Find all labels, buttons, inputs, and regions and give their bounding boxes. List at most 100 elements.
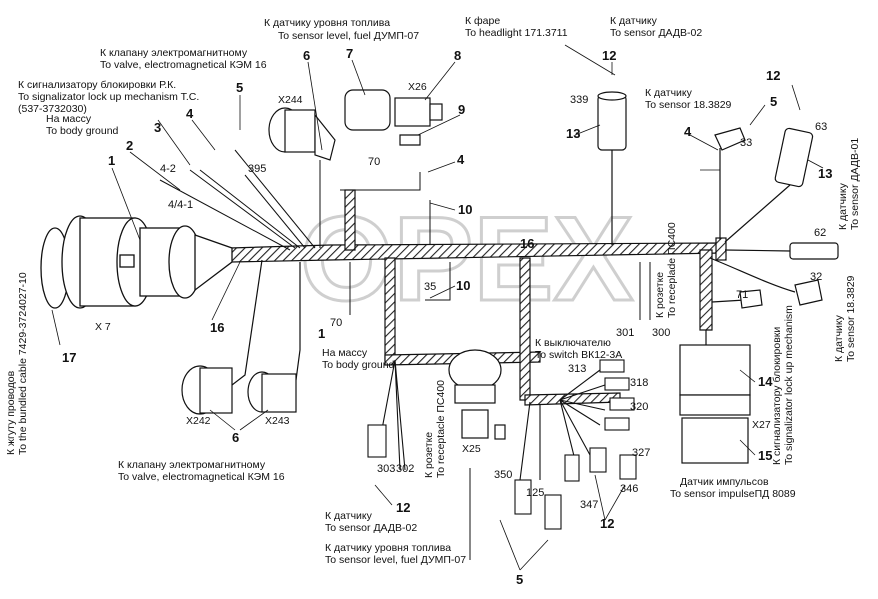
wire-4-4-1: 4/4-1 — [168, 199, 193, 211]
sensor-18-3829-right — [709, 257, 823, 309]
label-sensor-18-right-ru: К датчику — [833, 314, 845, 362]
label-sensor-dadv01-en: To sensor ДАДВ-01 — [849, 138, 861, 230]
x26-fuel-sensor — [344, 89, 443, 146]
callout-12-right: 12 — [766, 68, 780, 83]
label-sensor-18-right-en: To sensor 18.3829 — [845, 275, 857, 362]
wire-300: 300 — [652, 327, 670, 339]
wire-302: 302 — [396, 463, 414, 475]
wire-125: 125 — [526, 487, 544, 499]
wire-303: 303 — [377, 463, 395, 475]
callout-5-left: 5 — [236, 80, 243, 95]
wire-339: 339 — [570, 94, 588, 106]
callout-3: 3 — [154, 120, 161, 135]
label-sensor-dadv01-ru: К датчику — [837, 182, 849, 230]
label-signal-right-en: To signalizator lock up mechanism — [783, 305, 795, 465]
callout-numbers: 1 1 2 3 4 4 4 5 5 5 6 6 7 8 9 10 10 12 1… — [62, 46, 832, 587]
wire-327: 327 — [632, 447, 650, 459]
wire-350: 350 — [494, 469, 512, 481]
wire-347: 347 — [580, 499, 598, 511]
leader-lines — [51, 44, 824, 571]
wire-71: 71 — [736, 289, 748, 301]
label-receptacle-right-en: To receplade ПС400 — [666, 222, 678, 318]
label-receptacle-mid-ru: К розетке — [423, 432, 435, 478]
label-ground-mid-ru: На массу — [322, 347, 368, 359]
callout-2: 2 — [126, 138, 133, 153]
wire-313: 313 — [568, 363, 586, 375]
callout-4-right: 4 — [684, 124, 692, 139]
designator-x242: X242 — [186, 415, 211, 427]
x25-receptacle — [448, 349, 506, 440]
callout-16-left: 16 — [210, 320, 224, 335]
sensor-dadv-01 — [724, 242, 839, 260]
callout-1-top: 1 — [108, 153, 115, 168]
wire-70-top: 70 — [368, 156, 380, 168]
callout-6-top: 6 — [303, 48, 310, 63]
callout-15: 15 — [758, 448, 772, 463]
label-impulse-ru: Датчик импульсов — [680, 476, 769, 488]
label-ground-top-en: To body ground — [46, 125, 119, 137]
label-bundled-en: To the bundled cable 7429-3724027-10 — [17, 272, 29, 455]
designator-x25: X25 — [462, 443, 481, 455]
wire-numbers: 4-2 4/4-1 395 70 70 339 33 63 62 32 71 3… — [160, 94, 827, 511]
callout-5-bottom: 5 — [516, 572, 523, 587]
wire-4-2: 4-2 — [160, 163, 176, 175]
label-fuel-bottom-en: To sensor level, fuel ДУМП-07 — [325, 554, 466, 566]
wire-63: 63 — [815, 121, 827, 133]
label-ground-mid-en: To body ground — [322, 359, 395, 371]
label-valve-top-en: To valve, electromagnetical КЭМ 16 — [100, 59, 267, 71]
label-receptacle-right-ru: К розетке — [654, 272, 666, 318]
wire-35: 35 — [424, 281, 436, 293]
wire-318: 318 — [630, 377, 648, 389]
connector-designators: X 7 X244 X26 X242 X243 X25 X27 — [95, 81, 771, 455]
label-ground-top-ru: На массу — [46, 113, 92, 125]
label-sensor-dadv-top-ru: К датчику — [610, 15, 658, 27]
designator-x27: X27 — [752, 419, 771, 431]
bottom-branch-connectors — [367, 359, 637, 530]
callout-9: 9 — [458, 102, 465, 117]
callout-8: 8 — [454, 48, 461, 63]
wire-62: 62 — [814, 227, 826, 239]
thin-wires — [159, 149, 651, 560]
label-sensor-dadv-top-en: To sensor ДАДВ-02 — [610, 27, 702, 39]
callout-6-bottom: 6 — [232, 430, 239, 445]
callout-14: 14 — [758, 374, 773, 389]
label-headlight-en: To headlight 171.3711 — [465, 27, 568, 39]
label-receptacle-mid-en: To receptacle ПС400 — [435, 380, 447, 478]
label-switch-ru: К выключателю — [535, 337, 611, 349]
callout-17: 17 — [62, 350, 76, 365]
label-switch-en: To switch ВК12-3А — [535, 349, 622, 361]
label-signal-rk-en: To signalizator lock up mechanism T.C. — [18, 91, 199, 103]
wire-320: 320 — [630, 401, 648, 413]
callout-10-mid: 10 — [456, 278, 470, 293]
label-sensor-dadv-bottom-ru: К датчику — [325, 510, 373, 522]
wire-70-mid: 70 — [330, 317, 342, 329]
label-signal-rk-code: (537-3732030) — [18, 103, 87, 115]
wire-395: 395 — [248, 163, 266, 175]
callout-12-bottom-left: 12 — [396, 500, 410, 515]
label-bundled-ru: К жгуту проводов — [5, 370, 17, 455]
x244-connector — [268, 107, 336, 161]
wire-32: 32 — [810, 271, 822, 283]
designator-x243: X243 — [265, 415, 290, 427]
callout-1-mid: 1 — [318, 326, 325, 341]
callout-13-right: 13 — [818, 166, 832, 181]
callout-10-top: 10 — [458, 202, 472, 217]
label-valve-bottom-ru: К клапану электромагнитному — [118, 459, 266, 471]
designator-x26: X26 — [408, 81, 427, 93]
label-signal-right-ru: К сигнализатору блокировки — [771, 327, 783, 465]
callout-13-top: 13 — [566, 126, 580, 141]
label-sensor-18-top-ru: К датчику — [645, 87, 693, 99]
callout-12-top: 12 — [602, 48, 616, 63]
x242-x243-connectors — [181, 259, 301, 415]
label-sensor-dadv-bottom-en: To sensor ДАДВ-02 — [325, 522, 417, 534]
label-sensor-18-top-en: To sensor 18.3829 — [645, 99, 732, 111]
x27-block — [679, 330, 751, 464]
callout-16-right: 16 — [520, 236, 534, 251]
label-valve-bottom-en: To valve, electromagnetical КЭМ 16 — [118, 471, 285, 483]
callout-4-mid: 4 — [457, 152, 465, 167]
label-fuel-top-ru: К датчику уровня топлива — [264, 17, 390, 29]
label-valve-top-ru: К клапану электромагнитному — [100, 47, 248, 59]
callout-12-bottom-right: 12 — [600, 516, 614, 531]
